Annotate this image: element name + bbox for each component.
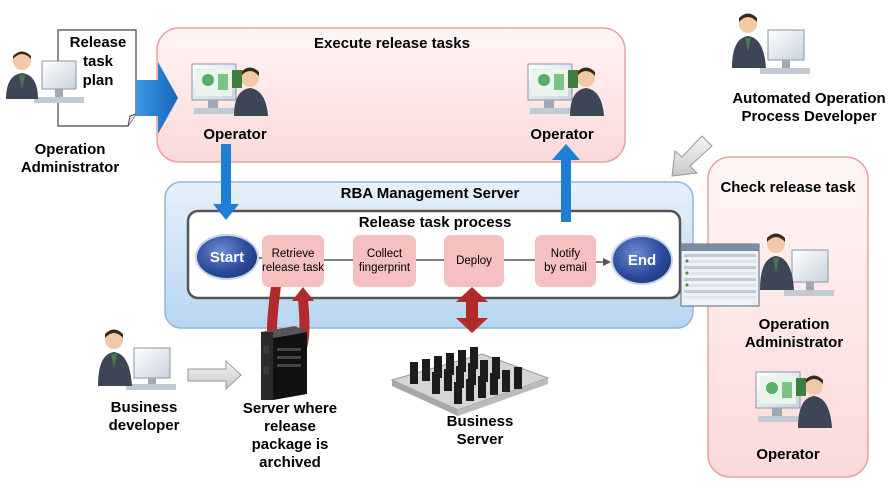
execute-panel-title: Execute release tasks <box>314 35 470 52</box>
deploy-step: Deploy <box>444 235 504 287</box>
notify-by-email-step: Notify by email <box>535 235 596 287</box>
collect-fingerprint-step: Collect fingerprint <box>353 235 416 287</box>
retrieve-release-task-step: Retrieve release task <box>262 235 324 287</box>
person-at-pc-icon-business-developer <box>98 329 176 390</box>
plan-to-execute-arrow <box>136 62 178 134</box>
check-panel-shape <box>707 156 869 478</box>
auto-developer-label: Automated Operation Process Developer <box>732 90 886 125</box>
start-node: Start <box>195 234 259 280</box>
person-at-pc-icon-operator-left <box>191 63 268 116</box>
end-node: End <box>611 235 673 285</box>
operator-to-start-arrow <box>213 204 239 220</box>
archive-server-tower-icon <box>261 326 307 400</box>
person-at-pc-icon-auto-developer <box>732 13 810 74</box>
plan-document-label: Release task plan <box>69 34 127 89</box>
person-at-pc-icon-operator-right <box>527 63 604 116</box>
operator-check-label: Operator <box>756 446 820 463</box>
business-server-cluster-icon <box>390 347 550 416</box>
deploy-business-double-arrow-bottom <box>456 318 488 333</box>
developer-to-rba-arrow <box>671 135 713 177</box>
person-at-pc-icon-admin-left <box>6 51 84 103</box>
process-box-title: Release task process <box>358 214 512 231</box>
notify-to-operator-arrow <box>552 144 580 160</box>
deploy-business-double-arrow-top <box>456 287 488 302</box>
operator-left-label: Operator <box>203 126 267 143</box>
operator-right-label: Operator <box>530 126 594 143</box>
screen-thumbnail <box>680 243 760 307</box>
business-developer-label: Business developer <box>108 399 180 434</box>
check-panel-title: Check release task <box>720 179 856 196</box>
operation-admin-right-label: Operation Administrator <box>744 316 844 351</box>
archive-server-label: Server where release package is archived <box>242 400 338 471</box>
rba-panel-title: RBA Management Server <box>340 185 520 202</box>
person-at-pc-icon-operator-check <box>755 371 832 428</box>
business-server-label: Business Server <box>446 413 514 448</box>
operation-admin-left-label: Operation Administrator <box>20 141 120 176</box>
bizdev-to-archive-arrow <box>187 359 242 391</box>
person-at-pc-icon-admin-right <box>760 233 834 296</box>
